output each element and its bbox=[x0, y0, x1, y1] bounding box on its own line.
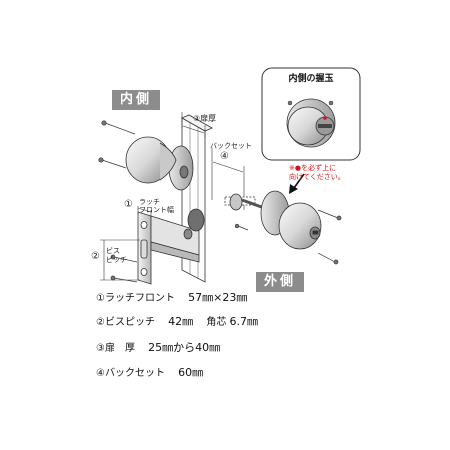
spec-value: 57㎜×23㎜ bbox=[188, 291, 248, 304]
spec-value: 42㎜ bbox=[168, 315, 194, 328]
spec-row-latch-front: ①ラッチフロント 57㎜×23㎜ bbox=[96, 291, 247, 306]
screw-pitch-label-2: ピッチ bbox=[106, 256, 127, 264]
warning-line-1: ※●を必ず上に bbox=[289, 164, 336, 172]
spec-name: ラッチフロント bbox=[104, 293, 175, 304]
backset-label: バックセット bbox=[210, 142, 252, 150]
spec-number: ④ bbox=[96, 368, 105, 379]
outside-knob bbox=[224, 190, 322, 250]
backset-number: ④ bbox=[220, 151, 229, 162]
spec-name: バックセット bbox=[104, 368, 165, 379]
inside-knob bbox=[125, 136, 194, 191]
screws-right bbox=[234, 209, 342, 265]
spec-value: 25㎜から40㎜ bbox=[148, 341, 221, 354]
screws-left bbox=[98, 120, 138, 283]
spec-name: ビスピッチ bbox=[104, 317, 155, 328]
callout-box bbox=[261, 67, 361, 161]
direction-arrow bbox=[289, 173, 305, 194]
orientation-warning: ※●を必ず上に 向けてください。 bbox=[289, 164, 345, 182]
latch-front-dimension bbox=[137, 206, 152, 216]
latch-assembly bbox=[137, 208, 205, 285]
spec-number: ② bbox=[96, 317, 105, 328]
inside-tag: 内側 bbox=[112, 90, 160, 110]
spec-extra-name: 角芯 bbox=[206, 317, 227, 328]
screw-pitch-number: ② bbox=[91, 251, 100, 262]
door-thickness-dimension bbox=[181, 112, 206, 138]
spec-name: 扉 厚 bbox=[104, 343, 135, 354]
spec-number: ③ bbox=[96, 343, 105, 354]
latch-front-number: ① bbox=[124, 199, 133, 210]
warning-line-2: 向けてください。 bbox=[289, 173, 345, 181]
screw-pitch-dimension bbox=[100, 239, 140, 281]
door-thickness-label: ③扉厚 bbox=[193, 114, 217, 123]
callout-title: 内側の握玉 bbox=[288, 74, 334, 84]
screw-pitch-label-1: ビス bbox=[106, 247, 120, 255]
latch-front-label-2: フロント幅 bbox=[139, 206, 174, 214]
spec-row-door-thickness: ③扉 厚 25㎜から40㎜ bbox=[96, 341, 220, 356]
spec-extra-value: 6.7㎜ bbox=[229, 315, 259, 328]
spec-row-backset: ④バックセット 60㎜ bbox=[96, 366, 203, 381]
spec-number: ① bbox=[96, 293, 105, 304]
spec-value: 60㎜ bbox=[178, 366, 204, 379]
outside-tag: 外側 bbox=[256, 272, 304, 292]
spec-row-screw-pitch: ②ビスピッチ 42㎜ 角芯 6.7㎜ bbox=[96, 315, 258, 330]
latch-front-label-1: ラッチ bbox=[139, 198, 160, 206]
